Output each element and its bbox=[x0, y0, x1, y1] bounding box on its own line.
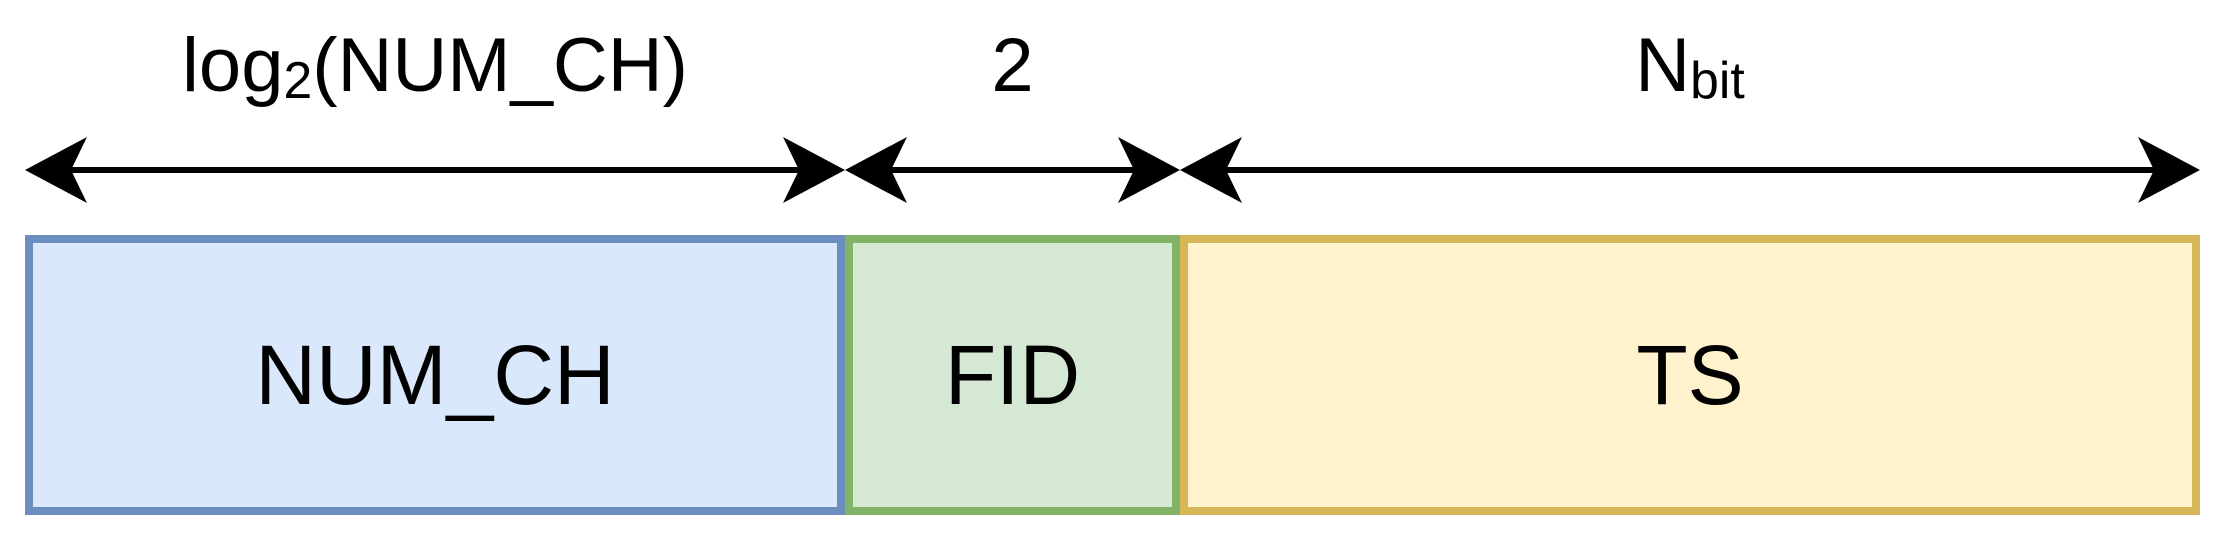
width-annotation-ts-prefix: N bbox=[1635, 23, 1691, 108]
field-box-num-ch: NUM_CH bbox=[25, 235, 845, 515]
width-annotation-num-ch-suffix: (NUM_CH) bbox=[312, 23, 688, 108]
width-annotation-fid-prefix: 2 bbox=[991, 23, 1034, 108]
field-label-ts: TS bbox=[1636, 328, 1744, 422]
width-arrow-fid bbox=[845, 137, 1180, 203]
field-label-fid: FID bbox=[944, 328, 1081, 422]
width-annotation-fid: 2 bbox=[845, 0, 1180, 132]
width-arrow-num-ch bbox=[25, 137, 845, 203]
width-arrow-ts bbox=[1180, 137, 2200, 203]
field-box-ts: TS bbox=[1180, 235, 2200, 515]
field-box-fid: FID bbox=[845, 235, 1180, 515]
field-label-num-ch: NUM_CH bbox=[255, 328, 615, 422]
width-annotation-num-ch-prefix: log bbox=[182, 23, 284, 108]
